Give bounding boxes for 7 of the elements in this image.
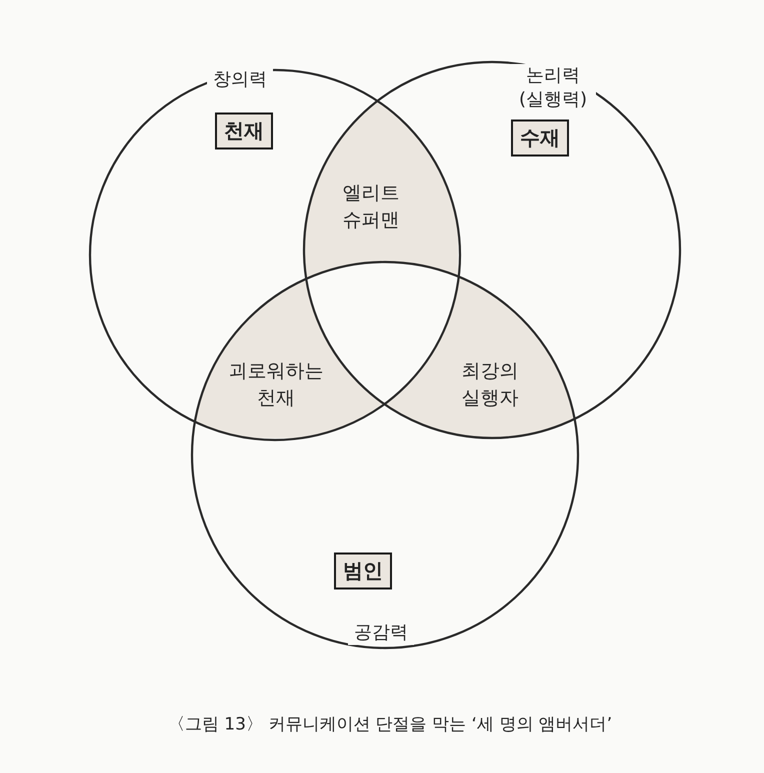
region-label: 엘리트 슈퍼맨 (342, 181, 400, 233)
region-label: 괴로워하는 천재 (228, 359, 324, 411)
label-box: 범인 (334, 552, 392, 590)
label-box: 천재 (215, 112, 273, 150)
caption: 〈그림 13〉 커뮤니케이션 단절을 막는 ‘세 명의 앰버서더’ (168, 714, 612, 736)
region-label: 최강의 실행자 (460, 359, 520, 411)
label-box: 수재 (511, 120, 569, 156)
